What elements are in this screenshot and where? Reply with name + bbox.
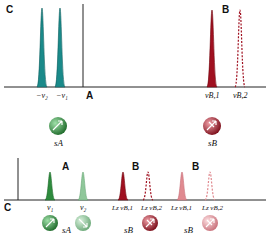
frequency-label: νB,1 xyxy=(205,92,219,100)
panel-letter: B xyxy=(222,5,229,15)
peak xyxy=(205,172,215,200)
panel-letter: B xyxy=(132,162,139,172)
frequency-label: νB,2 xyxy=(233,92,247,100)
frequency-label: −ν₂ xyxy=(36,92,48,100)
panel-letter: B xyxy=(192,162,199,172)
peak xyxy=(78,172,88,200)
spin-arrow xyxy=(79,219,87,227)
axis xyxy=(4,200,266,201)
frequency-label: Lz νB,1 xyxy=(171,205,192,212)
panel-letter: A xyxy=(62,162,69,172)
spin-sphere xyxy=(142,215,158,231)
peak xyxy=(207,10,217,87)
panel-letter: C xyxy=(6,5,13,15)
spin-sphere xyxy=(202,215,218,231)
spin-sphere xyxy=(42,215,58,231)
spin-label: sB xyxy=(184,226,193,235)
panel-letter: C xyxy=(4,203,11,213)
peak xyxy=(177,172,187,200)
spin-arrow xyxy=(146,219,154,227)
frequency-label: −ν₁ xyxy=(56,92,68,100)
spin-label: sA xyxy=(54,139,63,148)
peak xyxy=(37,8,47,87)
spin-arrow xyxy=(53,121,62,130)
axis xyxy=(83,4,84,87)
peak xyxy=(118,172,128,200)
frequency-label: Lz νB,2 xyxy=(141,205,162,212)
spin-sphere xyxy=(75,215,91,231)
spin-label: sB xyxy=(208,139,217,148)
peak xyxy=(143,172,153,200)
panel-letter: A xyxy=(86,91,93,101)
spin-arrow xyxy=(46,219,54,227)
axis xyxy=(18,158,19,200)
spin-arrow xyxy=(207,121,216,130)
spin-label: sB xyxy=(124,226,133,235)
peak xyxy=(55,8,65,87)
spin-arrow xyxy=(206,219,214,227)
spin-label: sA xyxy=(62,226,71,235)
frequency-label: ν₁ xyxy=(47,204,53,212)
frequency-label: Lz νB,2 xyxy=(202,205,223,212)
frequency-label: Lz νB,1 xyxy=(112,205,133,212)
peak xyxy=(235,10,245,87)
spin-sphere xyxy=(49,117,67,135)
peak xyxy=(45,172,55,200)
spin-sphere xyxy=(203,117,221,135)
frequency-label: ν₂ xyxy=(80,204,86,212)
